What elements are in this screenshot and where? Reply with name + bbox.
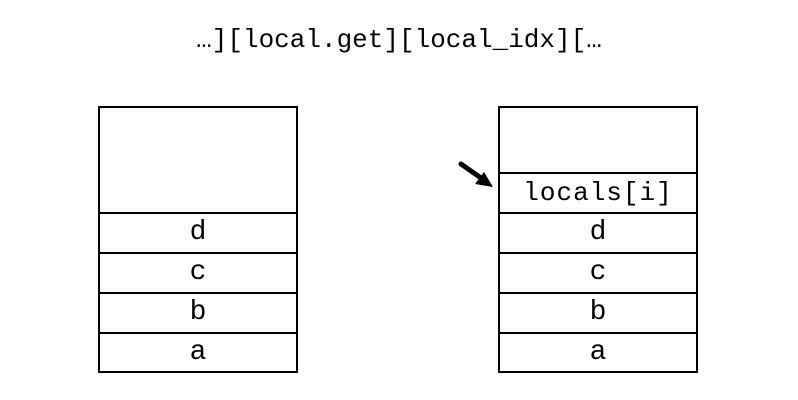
- instruction-stream-caption: …][local.get][local_idx][…: [196, 25, 602, 55]
- stack-cell: b: [500, 292, 696, 332]
- stack-cell: d: [500, 212, 696, 252]
- stack-before: d c b a: [98, 106, 298, 373]
- arrow-icon: [458, 161, 493, 187]
- stack-cell: c: [100, 252, 296, 292]
- stack-empty-space: [100, 108, 296, 212]
- stack-after: locals[i] d c b a: [498, 106, 698, 373]
- stack-cell: a: [100, 332, 296, 372]
- stack-cell: a: [500, 332, 696, 372]
- stack-cell: d: [100, 212, 296, 252]
- stack-cell: c: [500, 252, 696, 292]
- stack-cell: b: [100, 292, 296, 332]
- stack-cell-pushed: locals[i]: [500, 172, 696, 212]
- stack-empty-space: [500, 108, 696, 172]
